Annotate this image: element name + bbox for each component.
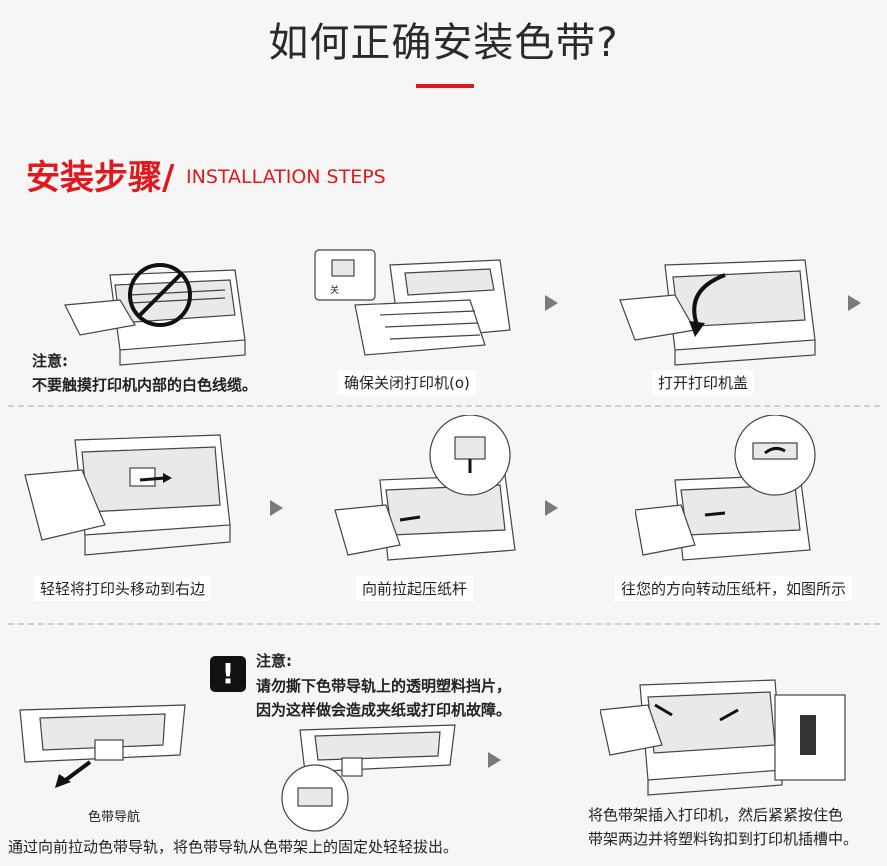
title-underline [416,84,474,88]
row-divider [8,623,880,625]
step-arrow-icon [545,500,558,516]
printer-move-head-illustration [24,434,231,556]
steps-heading: 安装步骤/ [26,158,175,198]
warning-line1: 请勿撕下色带导轨上的透明塑料挡片， [256,677,512,695]
ribbon-guide-detail-illustration [281,724,456,832]
step2-caption: 确保关闭打印机(o) [338,370,476,395]
step3-caption: 打开打印机盖 [652,370,755,395]
warning-title: 注意: [256,652,292,670]
step4-caption: 轻轻将打印头移动到右边 [34,576,212,601]
step-arrow-icon [848,295,861,311]
printer-power-off-illustration [314,249,511,356]
warning-line2: 因为这样做会造成夹纸或打印机故障。 [256,701,512,719]
warning-icon: ! [210,656,246,692]
step-arrow-icon [270,500,283,516]
step-arrow-icon [488,752,501,768]
ribbon-guide-label: 色带导航 [88,810,141,825]
step-arrow-icon [545,295,558,311]
step1-note-title: 注意: [32,352,68,370]
printer-no-touch-illustration [64,263,246,366]
step7-caption: 通过向前拉动色带导轨，将色带导轨从色带架上的固定处轻轻拔出。 [8,838,459,856]
printer-open-cover-illustration [619,259,816,366]
printer-pull-lever-illustration [334,415,516,561]
step1-note-text: 不要触摸打印机内部的白色线缆。 [32,376,258,394]
page-title: 如何正确安装色带? [268,20,619,66]
step5-caption: 向前拉起压纸杆 [356,576,474,601]
power-off-label: 关 [330,286,340,296]
step9-line1: 将色带架插入打印机，然后紧紧按住色 [588,806,844,824]
ribbon-cartridge-illustration [19,704,186,788]
step9-line2: 带架两边并将塑料钩扣到打印机插槽中。 [588,830,859,848]
printer-insert-ribbon-illustration [600,679,846,796]
steps-subheading: INSTALLATION STEPS [186,166,386,188]
printer-rotate-lever-illustration [635,415,816,561]
step6-caption: 往您的方向转动压纸杆，如图所示 [615,576,853,601]
row-divider [8,405,880,407]
